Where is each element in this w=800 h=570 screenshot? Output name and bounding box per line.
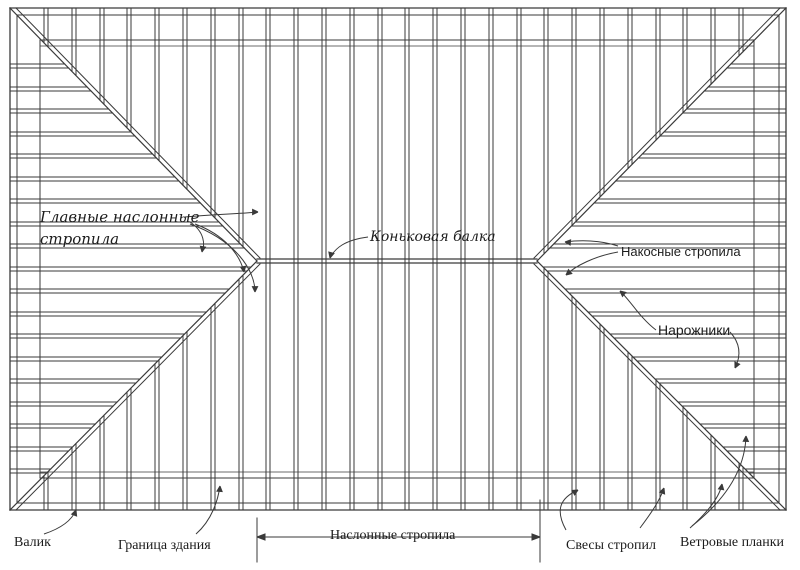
hip-rafter	[15, 263, 261, 511]
label-main-rafters-line1: Главные наслонные	[40, 208, 200, 226]
label-jack-rafters: Нарожники	[658, 322, 731, 338]
arrow-main-rafters-4	[189, 223, 256, 293]
arrow-main-rafters-3-head	[239, 265, 247, 273]
arrow-wind-2-head	[742, 435, 750, 443]
arrow-main-rafters-1-head	[252, 208, 259, 216]
arrow-fascia	[43, 509, 77, 535]
arrow-jacks-1-head	[619, 290, 627, 298]
label-ridge-beam: Коньковая балка	[370, 229, 496, 245]
hip-rafter	[536, 260, 787, 511]
label-fascia: Валик	[14, 535, 51, 550]
arrow-building-line-head	[216, 485, 223, 493]
hip-rafter	[533, 263, 781, 511]
common-rafters-dimension	[256, 499, 541, 563]
arrow-wind-1	[689, 483, 723, 529]
arrow-wind-2	[691, 435, 747, 527]
hip-rafters	[9, 7, 787, 511]
hip-rafter	[536, 7, 787, 262]
arrow-main-rafters-2-head	[199, 245, 207, 253]
arrow-hip-1-head	[564, 239, 572, 246]
label-rafter-overhang: Свесы стропил	[566, 538, 657, 553]
hip-rafter	[533, 7, 781, 259]
arrow-hip-2	[565, 251, 619, 276]
arrow-main-rafters-4-head	[251, 286, 259, 293]
dimension-arrow-left	[256, 533, 266, 541]
arrow-jacks-1	[619, 290, 657, 331]
hip-rafter	[15, 7, 261, 259]
arrow-hip-2-head	[565, 268, 573, 276]
ridge-beam	[256, 258, 538, 264]
label-building-line: Граница здания	[118, 538, 211, 553]
arrow-overhang-1-head	[571, 489, 579, 496]
arrow-fascia-head	[70, 509, 78, 517]
label-common-rafters: Наслонные стропила	[330, 528, 456, 543]
arrow-wind-1-head	[717, 483, 725, 491]
callout-arrows	[43, 208, 750, 535]
hip-rafter	[9, 7, 258, 262]
arrow-hip-1	[564, 240, 619, 247]
label-main-rafters-line2: стропила	[40, 230, 120, 248]
arrow-overhang-2-head	[658, 487, 666, 495]
arrow-ridge-beam	[329, 236, 369, 259]
arrow-jacks-2-head	[734, 361, 741, 369]
hip-rafter	[9, 260, 258, 511]
dimension-arrow-right	[531, 533, 541, 541]
jack-rafters	[9, 63, 787, 474]
arrow-ridge-beam-head	[328, 251, 335, 259]
label-wind-boards: Ветровые планки	[680, 535, 785, 550]
label-hip-rafters: Накосные стропила	[621, 244, 741, 259]
